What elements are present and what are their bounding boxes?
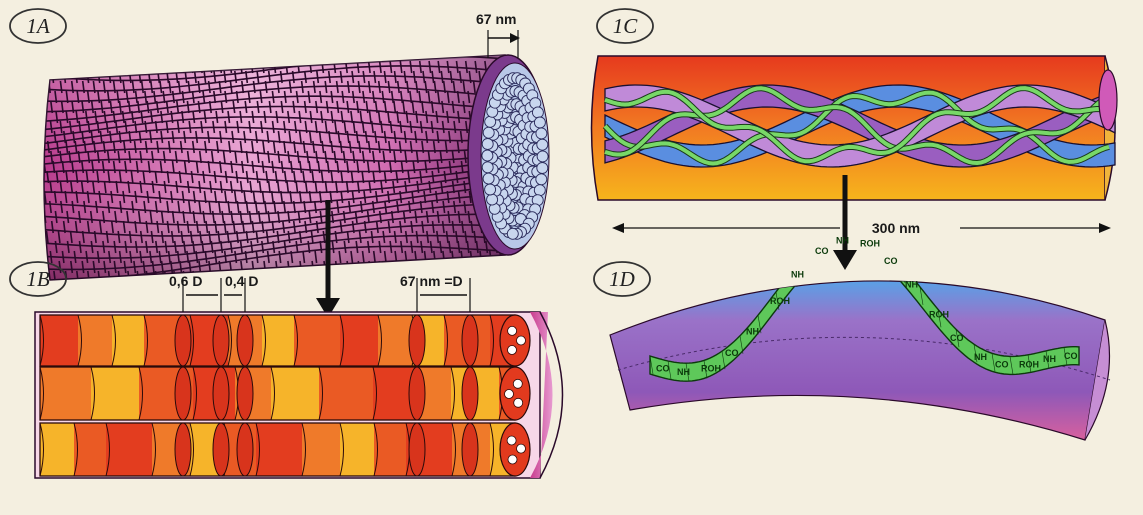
panel-label-text: 1B: [26, 267, 50, 291]
chem-label: CO: [725, 348, 739, 358]
chem-label: CO: [656, 364, 670, 374]
fibril-bundle-end: [468, 55, 549, 255]
chem-label: ROH: [929, 310, 949, 320]
panel-1b: 0,6 D 0,4 D 67 nm =D 1B: [10, 262, 563, 478]
panel-label-1d: 1D: [594, 262, 650, 296]
chem-label: NH: [1043, 354, 1056, 364]
dimension-67nm: 67 nm: [476, 11, 518, 58]
length-label: 300 nm: [872, 220, 920, 236]
chem-label: NH: [836, 236, 849, 246]
panel-1a: 67 nm 1A: [10, 9, 549, 318]
panel-1d: CO NH ROH CO NH ROH NH CO NH ROH CO NH ROH CO NH CO ROH N…: [594, 231, 1110, 440]
dimension-label: 67 nm: [476, 11, 516, 27]
chem-label: CO: [950, 333, 964, 343]
panel-label-text: 1D: [609, 267, 635, 291]
chem-label: NH: [905, 280, 918, 290]
chem-label: ROH: [860, 239, 880, 249]
panel-label-text: 1A: [26, 14, 50, 38]
fibril-stack: [35, 312, 563, 478]
chem-label: ROH: [1019, 359, 1039, 369]
chem-label: NH: [974, 352, 987, 362]
length-300nm: 300 nm: [612, 220, 1111, 236]
chem-label: CO: [995, 360, 1009, 370]
dimension-bar-period: 67 nm =D: [400, 273, 470, 312]
chem-label: CO: [1064, 351, 1078, 361]
dimension-bar-0-6d: 0,6 D 0,4 D: [169, 273, 258, 312]
panel-label-1c: 1C: [597, 9, 653, 43]
label-0-4d: 0,4 D: [225, 273, 258, 289]
chem-label: CO: [884, 256, 898, 266]
label-0-6d: 0,6 D: [169, 273, 202, 289]
chem-label: NH: [677, 367, 690, 377]
fibril-bundle: [30, 46, 513, 283]
arrow-head-c-d: [833, 250, 857, 270]
chem-label: ROH: [701, 363, 721, 373]
label-period: 67 nm =D: [400, 273, 463, 289]
chem-label: CO: [815, 246, 829, 256]
panel-label-text: 1C: [613, 14, 639, 38]
chem-label: NH: [746, 327, 759, 337]
chem-label: ROH: [770, 296, 790, 306]
chem-label: NH: [791, 269, 804, 279]
panel-1c: 1C 300 nm: [592, 9, 1118, 270]
panel-label-1a: 1A: [10, 9, 66, 43]
